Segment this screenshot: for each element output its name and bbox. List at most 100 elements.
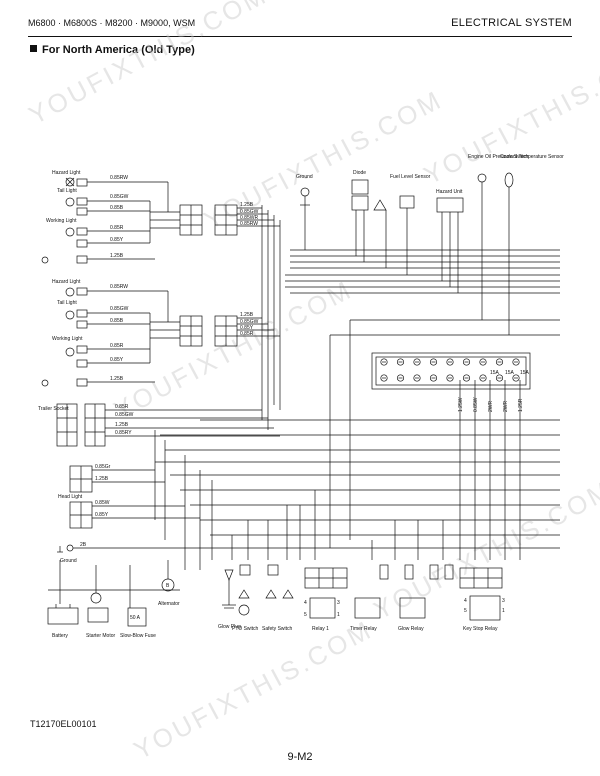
diagram-title: For North America (Old Type) — [30, 44, 195, 56]
glow-relay-icon — [399, 597, 426, 619]
fuse-terminal-icon — [380, 374, 388, 382]
label-trailer-socket: Trailer Socket — [38, 406, 69, 412]
wire-label: 2WR — [503, 401, 509, 413]
starter-motor-icon — [90, 592, 102, 604]
label-battery: Battery — [52, 633, 68, 639]
fuse-terminal-icon — [462, 374, 471, 382]
fuse-terminal-icon — [446, 358, 454, 366]
label-diode: Diode — [353, 170, 366, 176]
section-title: ELECTRICAL SYSTEM — [451, 17, 572, 29]
key-stop-relay-icon — [469, 595, 501, 621]
label-hazard-light-2: Hazard Light — [52, 279, 81, 285]
bottom-components: Battery Starter Motor 50 A Slow-Blow Fus… — [47, 560, 505, 639]
ground-lamp-icon — [41, 256, 49, 264]
diagram-title-text: For North America (Old Type) — [42, 44, 195, 56]
label-ground-top: Ground — [296, 174, 313, 180]
wire-label: 0.85R — [110, 343, 124, 349]
wire-label: 1.25B — [240, 312, 254, 318]
fuse-terminal-icon — [396, 358, 405, 366]
label-key-stop-relay: Key Stop Relay — [463, 626, 498, 632]
fuse-terminal-icon — [512, 374, 520, 382]
relay-pin: 4 — [464, 598, 467, 604]
watermark-text-4: YOUFIXTHIS.COM — [109, 274, 358, 425]
label-tail-light-2: Tail Light — [57, 300, 77, 306]
wire-label: 0.85Y — [110, 357, 124, 363]
trailer-socket: Trailer Socket 0.85R 0.85GW 1.25B 0.85RY — [38, 403, 280, 447]
wire-label: 0.85GW — [110, 194, 129, 200]
wire-label: 0.85GW — [240, 209, 259, 215]
wire-label: 0.85R — [240, 331, 254, 337]
relay-pin: 3 — [337, 600, 340, 606]
relay-pin: 5 — [304, 612, 307, 618]
wire-label: 0.85R — [110, 225, 124, 231]
oil-pressure-switch-icon — [477, 173, 487, 183]
bullet-square-icon — [30, 45, 37, 52]
label-ground-left: Ground — [60, 558, 77, 564]
ground-lamp-icon — [41, 379, 49, 387]
relay-pin: 4 — [304, 600, 307, 606]
alternator-terminal-label: B — [166, 583, 170, 589]
label-working-light-2: Working Light — [52, 336, 83, 342]
relay1-icon — [309, 597, 336, 619]
wire-label: 0.85W — [95, 500, 110, 506]
wire-label: 2B — [80, 542, 87, 548]
relay-pin: 1 — [337, 612, 340, 618]
wire-label: 1.25B — [240, 202, 254, 208]
safety-connector-icon — [267, 564, 279, 576]
fuse-terminal-icon — [462, 358, 471, 366]
battery-icon — [47, 607, 79, 625]
lower-light-group: Hazard Light Tail Light Working Light 0.… — [41, 279, 280, 387]
pto-switch-icon — [238, 589, 250, 599]
label-pto-switch: PTO Switch — [232, 626, 259, 632]
page-header: M6800 · M6800S · M8200 · M9000, WSM ELEC… — [28, 16, 572, 37]
fuse-amp-label: 15A — [520, 370, 530, 376]
fuse-amp-label: 15A — [505, 370, 515, 376]
coolant-sensor-icon — [504, 172, 514, 188]
fuse-box-icon — [371, 352, 531, 390]
watermark-text-5: YOUFIXTHIS.COM — [369, 474, 600, 625]
fuel-sensor-icon — [373, 199, 387, 211]
fuse-terminal-icon — [495, 374, 504, 382]
wire-label: 1.25B — [110, 253, 124, 259]
watermark-text-1: YOUFIXTHIS.COM — [24, 0, 273, 130]
label-alternator: Alternator — [158, 601, 180, 607]
upper-light-group: Hazard Light Tail Light Working Light 0.… — [41, 170, 280, 264]
hazard-connector-icon — [76, 178, 88, 187]
fuse-terminal-icon — [396, 374, 405, 382]
wire-label: 0.85Gr — [95, 464, 111, 470]
fuse-terminal-icon — [479, 374, 487, 382]
label-relay1: Relay 1 — [312, 626, 329, 632]
label-glow-plug: Glow Plug — [218, 624, 241, 630]
relay-pin: 3 — [502, 598, 505, 604]
fuse-terminal-icon — [413, 358, 421, 366]
wire-label: 0.85GW — [115, 412, 134, 418]
trunk-lines — [154, 205, 521, 570]
timer-relay-icon — [354, 597, 381, 619]
relay-pin: 5 — [464, 608, 467, 614]
fuse-terminal-icon — [512, 358, 520, 366]
label-safety-switch: Safety Switch — [262, 626, 293, 632]
tail-lamp-icon — [65, 197, 75, 207]
wire-label: 0.85RW — [110, 284, 128, 290]
wire-label: 0.85RY — [115, 430, 132, 436]
watermark-text-2: YOUFIXTHIS.COM — [199, 84, 448, 235]
label-fuel-level-sensor: Fuel Level Sensor — [390, 174, 431, 180]
fuse-terminal-icon — [380, 358, 388, 366]
wire-label: 1.25B — [110, 376, 124, 382]
wire-label: 1.25B — [95, 476, 109, 482]
working-lamp-icon — [65, 227, 75, 237]
label-tail-light-1: Tail Light — [57, 188, 77, 194]
page-number: 9-M2 — [287, 751, 313, 763]
fuse-terminal-icon — [429, 358, 438, 366]
fuse-terminal-icon — [446, 374, 454, 382]
wire-label: 2WR — [488, 401, 494, 413]
fuse-terminal-icon — [495, 358, 504, 366]
wire-label: 1.25R — [518, 398, 524, 412]
diode-icon — [351, 179, 369, 195]
fuse-amp-label: 15A — [490, 370, 500, 376]
label-starter-motor: Starter Motor — [86, 633, 116, 639]
label-timer-relay: Timer Relay — [350, 626, 377, 632]
bus-lines — [105, 249, 560, 549]
top-components: Ground Diode Fuel Level Sensor Hazard Un… — [296, 154, 564, 335]
